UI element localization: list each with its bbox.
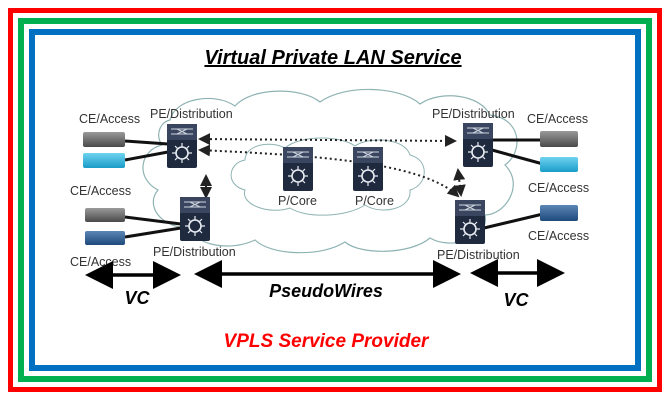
ce-right-top-label: CE/Access — [527, 112, 588, 126]
vc-left-label: VC — [124, 288, 150, 308]
pe-bottom-right-router-icon — [454, 199, 486, 245]
p-core-2-router-icon — [352, 146, 384, 192]
ce-left-bottom-switch-icon — [85, 231, 125, 245]
ce-left-bottom-label: CE/Access — [70, 255, 131, 269]
ce-left-top-label: CE/Access — [79, 112, 140, 126]
ce-left-lower-switch-icon — [85, 208, 125, 222]
inner-blue-border — [29, 29, 641, 371]
ce-left-top-switch-icon — [83, 132, 125, 147]
pe-top-left-label: PE/Distribution — [150, 107, 233, 121]
ce-left-middle-label: CE/Access — [70, 184, 131, 198]
attachment-circuits — [124, 138, 544, 239]
pe-bottom-left-label: PE/Distribution — [153, 245, 236, 259]
ce-right-middle-switch-icon — [540, 157, 578, 172]
p-core-1-label: P/Core — [278, 194, 317, 208]
pe-top-left-router-icon — [166, 123, 198, 169]
p-core-1-router-icon — [282, 146, 314, 192]
outer-red-border — [8, 8, 662, 392]
footer-label: VPLS Service Provider — [224, 331, 430, 352]
pe-top-right-label: PE/Distribution — [432, 107, 515, 121]
core-cloud — [230, 137, 425, 216]
pe-top-right-router-icon — [462, 122, 494, 168]
pseudowires-label: PseudoWires — [269, 281, 383, 301]
ce-right-bottom-label: CE/Access — [528, 229, 589, 243]
p-core-2-label: P/Core — [355, 194, 394, 208]
ce-right-bottom-switch-icon — [540, 205, 578, 221]
ce-right-top-switch-icon — [540, 131, 578, 147]
pseudowire-links — [198, 133, 466, 199]
middle-green-border — [18, 18, 652, 382]
ce-left-middle-switch-icon — [83, 153, 125, 168]
diagram-title: Virtual Private LAN Service — [204, 47, 461, 69]
span-arrows — [85, 259, 565, 289]
ce-right-middle-label: CE/Access — [528, 181, 589, 195]
vc-right-label: VC — [503, 290, 529, 310]
pe-bottom-left-router-icon — [179, 196, 211, 242]
pe-bottom-right-label: PE/Distribution — [437, 248, 520, 262]
